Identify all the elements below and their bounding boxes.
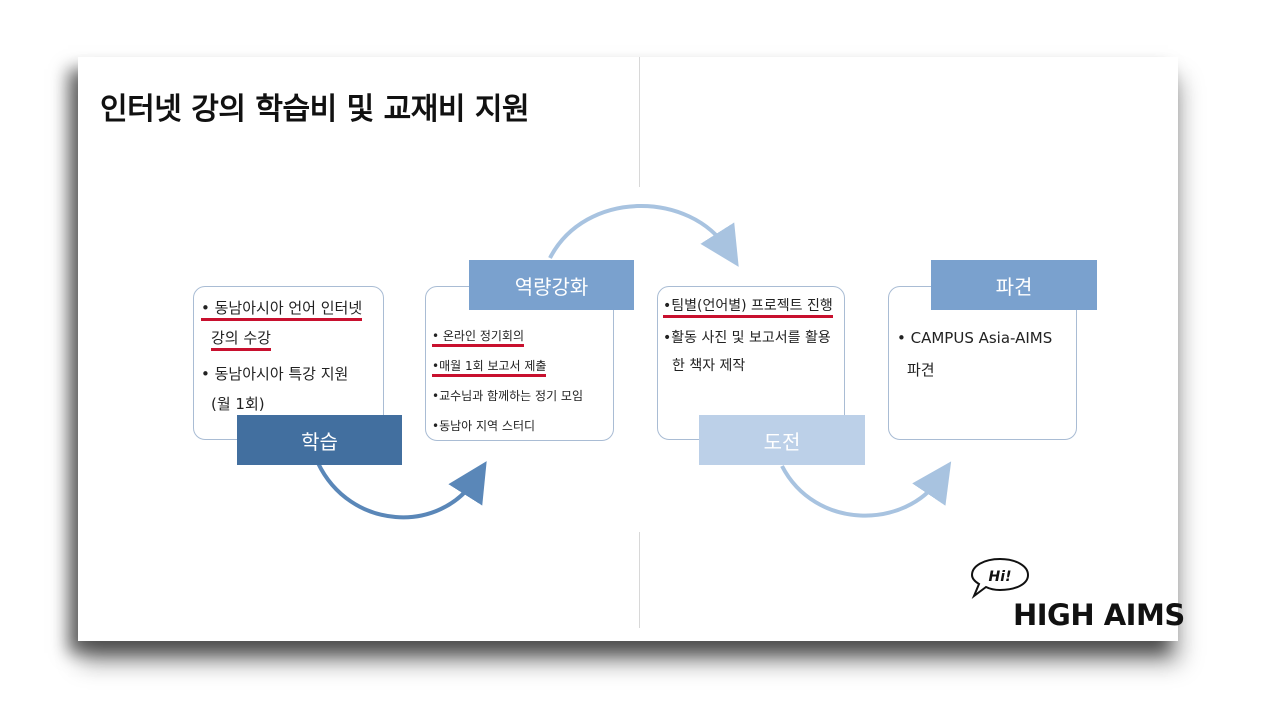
learning-item-1: • 동남아시아 언어 인터넷	[201, 297, 363, 321]
learning-item-1-cont: 강의 수강	[211, 327, 271, 351]
challenge-item-2-cont: 한 책자 제작	[672, 358, 746, 374]
capacity-item-1: • 온라인 정기회의	[432, 327, 524, 347]
learning-item-2: • 동남아시아 특강 지원	[201, 365, 349, 383]
card-challenge	[657, 286, 845, 440]
arrow-challenge-to-dispatch	[780, 461, 952, 518]
card-capacity	[425, 286, 614, 441]
stage-label-dispatch: 파견	[931, 260, 1097, 310]
capacity-item-4: •동남아 지역 스터디	[432, 419, 536, 433]
center-divider-bottom	[639, 532, 640, 628]
arrow-learn-to-build	[316, 461, 487, 520]
center-divider-top	[639, 57, 640, 187]
dispatch-item-1: • CAMPUS Asia-AIMS	[897, 329, 1053, 347]
stage-label-capacity: 역량강화	[469, 260, 634, 310]
stage-label-learning: 학습	[237, 415, 402, 465]
dispatch-item-1-cont: 파견	[907, 361, 935, 379]
challenge-item-2: •활동 사진 및 보고서를 활용	[663, 330, 831, 346]
logo-text: HIGH AIMS	[1013, 598, 1185, 632]
challenge-item-1: •팀별(언어별) 프로젝트 진행	[663, 295, 833, 318]
stage-label-challenge: 도전	[699, 415, 865, 465]
slide-title: 인터넷 강의 학습비 및 교재비 지원	[100, 92, 530, 127]
card-dispatch	[888, 286, 1077, 440]
learning-item-2-cont: (월 1회)	[211, 395, 265, 413]
arrow-build-to-challenge	[548, 204, 739, 267]
capacity-item-3: •교수님과 함께하는 정기 모임	[432, 389, 584, 403]
capacity-item-2: •매월 1회 보고서 제출	[432, 357, 547, 377]
hi-speech-bubble-icon: Hi!	[970, 557, 1030, 599]
logo-bubble-text: Hi!	[989, 569, 1012, 585]
